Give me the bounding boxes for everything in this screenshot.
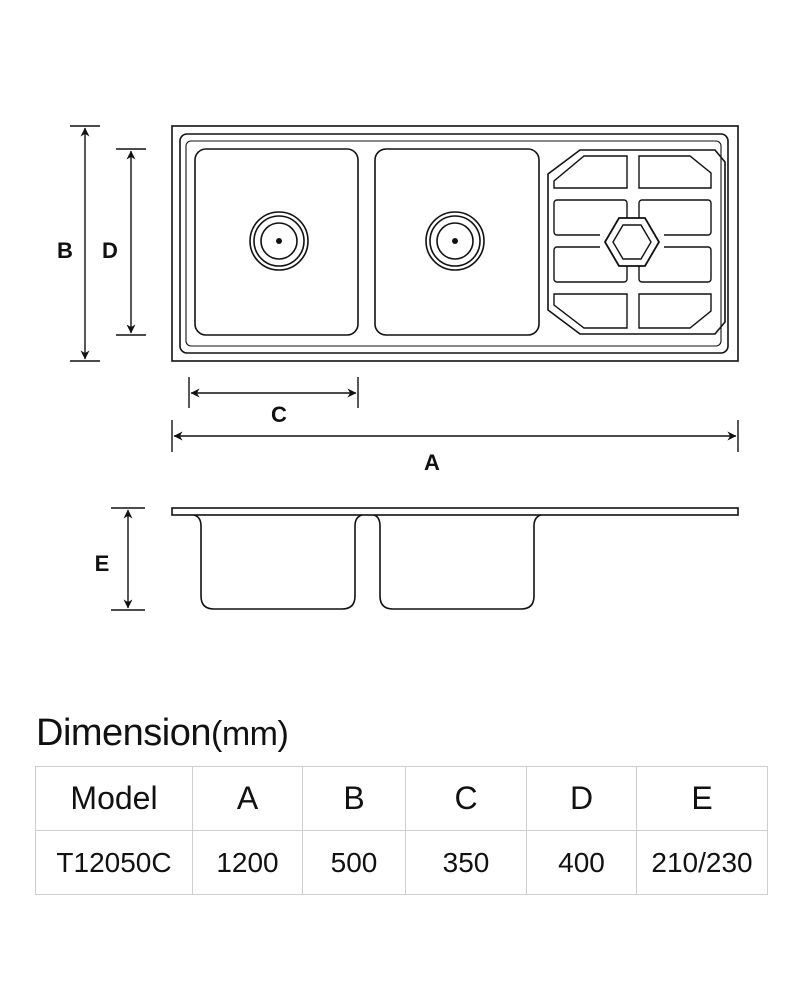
cell-d: 400	[526, 830, 637, 895]
cell-e: 210/230	[636, 830, 768, 895]
cell-model: T12050C	[35, 830, 193, 895]
header-c: C	[405, 766, 527, 831]
left-bowl-drain	[249, 211, 309, 271]
dimension-table: Model A B C D E T12050C 1200 500 350 400…	[35, 766, 768, 895]
dim-c-label: C	[271, 402, 287, 427]
dim-b-label: B	[57, 238, 73, 263]
right-bowl-drain	[425, 211, 485, 271]
cell-a: 1200	[192, 830, 303, 895]
dimension-title-text: Dimension	[36, 712, 212, 754]
sink-side-view	[171, 507, 739, 610]
sink-top-view	[171, 125, 739, 362]
header-a: A	[192, 766, 303, 831]
sink-deck	[185, 140, 722, 347]
cell-c: 350	[405, 830, 527, 895]
right-bowl	[374, 148, 540, 336]
drainboard	[547, 149, 726, 335]
dim-d-label: D	[102, 238, 118, 263]
header-e: E	[636, 766, 768, 831]
header-model: Model	[35, 766, 193, 831]
header-b: B	[302, 766, 406, 831]
left-bowl	[194, 148, 359, 336]
header-d: D	[526, 766, 637, 831]
dimension-title: Dimension(mm)	[36, 712, 289, 755]
dimension-lines	[70, 125, 739, 611]
dim-a-label: A	[424, 450, 440, 475]
table-header-row: Model A B C D E	[35, 766, 768, 831]
dim-e-label: E	[95, 551, 110, 576]
sink-inner-rim	[179, 133, 729, 354]
sink-outer-rim	[171, 125, 739, 362]
sink-diagram: B D C A E	[57, 125, 739, 611]
side-right-bowl	[373, 514, 542, 610]
cell-b: 500	[302, 830, 406, 895]
side-view-rim	[171, 507, 739, 516]
dimension-unit: (mm)	[211, 715, 289, 753]
side-left-bowl	[193, 514, 363, 610]
table-row: T12050C 1200 500 350 400 210/230	[35, 830, 768, 895]
